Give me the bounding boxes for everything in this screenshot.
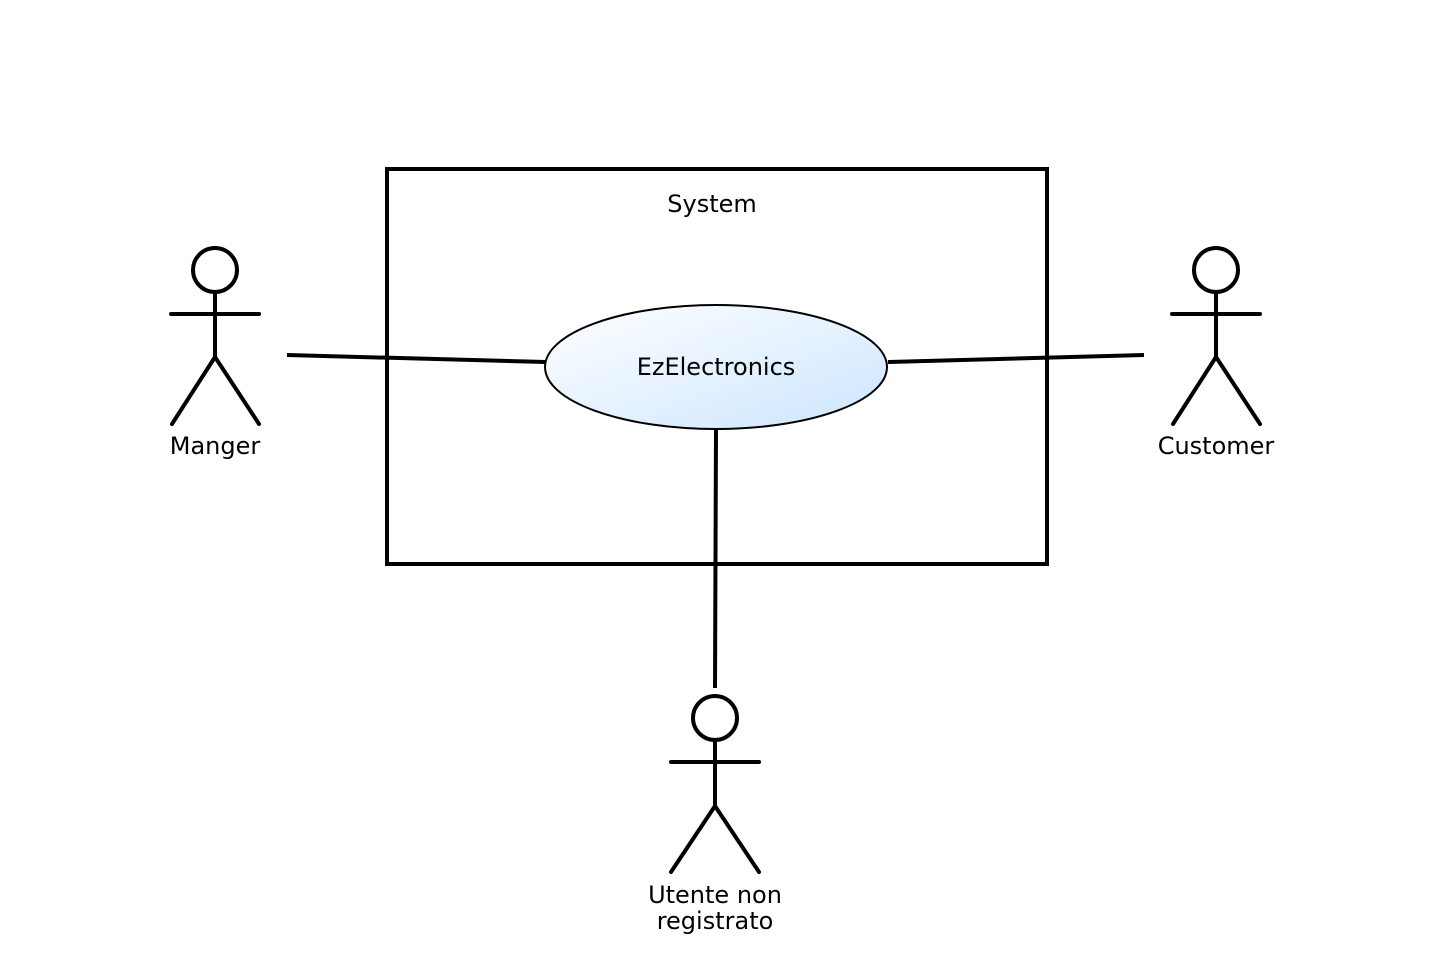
- actor-manager-right-leg: [213, 355, 261, 426]
- actor-unregistered-label-line2: registrato: [657, 907, 774, 935]
- use-case-ezelectronics[interactable]: [544, 304, 888, 430]
- actor-customer[interactable]: Customer: [1158, 246, 1275, 460]
- system-label: System: [667, 190, 757, 218]
- use-case-label: EzElectronics: [637, 353, 796, 381]
- association-customer: [887, 353, 1145, 364]
- actor-customer-right-leg: [1214, 355, 1262, 426]
- actor-customer-left-leg: [1171, 355, 1218, 426]
- actor-manager-label: Manger: [170, 432, 261, 460]
- actor-customer-label: Customer: [1158, 432, 1275, 460]
- actor-manager[interactable]: Manger: [169, 246, 261, 460]
- actor-unregistered-head: [691, 694, 739, 742]
- actor-unregistered-left-leg: [669, 804, 717, 874]
- actor-unregistered[interactable]: Utente non registrato: [648, 694, 782, 935]
- association-unregistered: [713, 428, 718, 689]
- actor-manager-head: [191, 246, 239, 294]
- actor-unregistered-label-line1: Utente non: [648, 881, 782, 909]
- actor-unregistered-right-leg: [713, 804, 761, 874]
- association-manager: [286, 353, 546, 364]
- actor-customer-head: [1192, 246, 1240, 294]
- actor-manager-left-leg: [170, 355, 217, 426]
